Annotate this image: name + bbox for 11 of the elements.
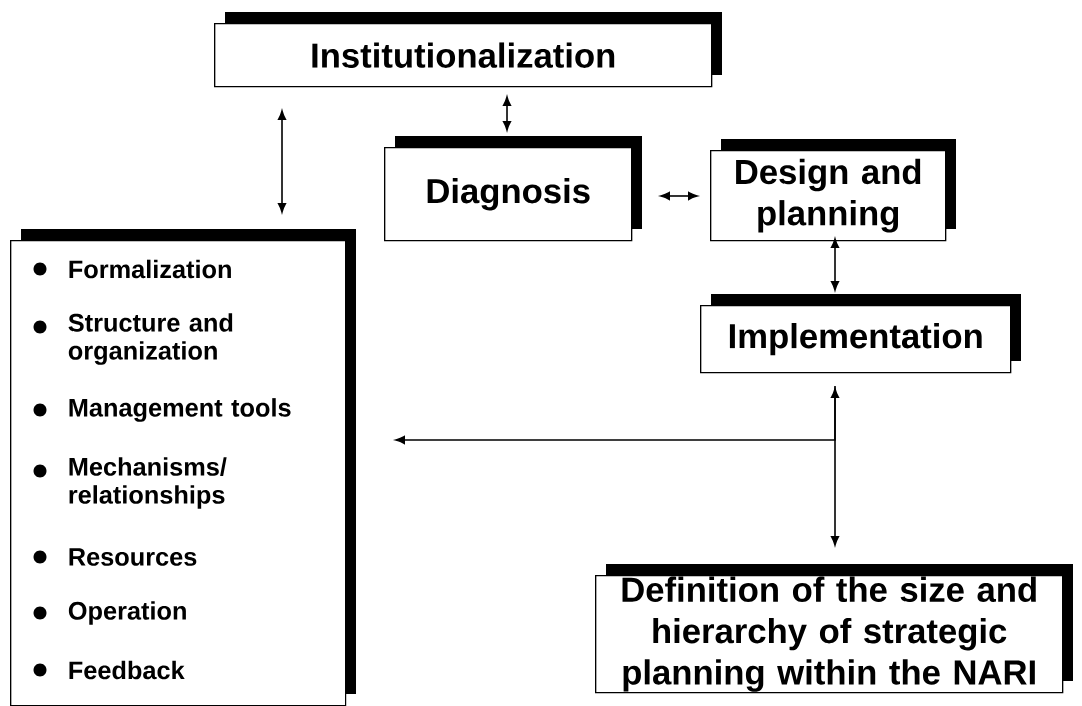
arrow [830, 388, 840, 546]
arrow [277, 110, 287, 213]
arrow [660, 191, 698, 201]
process-box: Definition of the size and hierarchy of strategic planning within the NARI [595, 564, 1073, 694]
process-box: Implementation [700, 294, 1021, 374]
process-box: Diagnosis [384, 136, 642, 242]
arrow [830, 238, 840, 291]
arrow [395, 385, 836, 445]
process-box: Institutionalization [214, 12, 722, 88]
process-box: Design and planning [710, 139, 956, 242]
arrow [502, 96, 512, 131]
